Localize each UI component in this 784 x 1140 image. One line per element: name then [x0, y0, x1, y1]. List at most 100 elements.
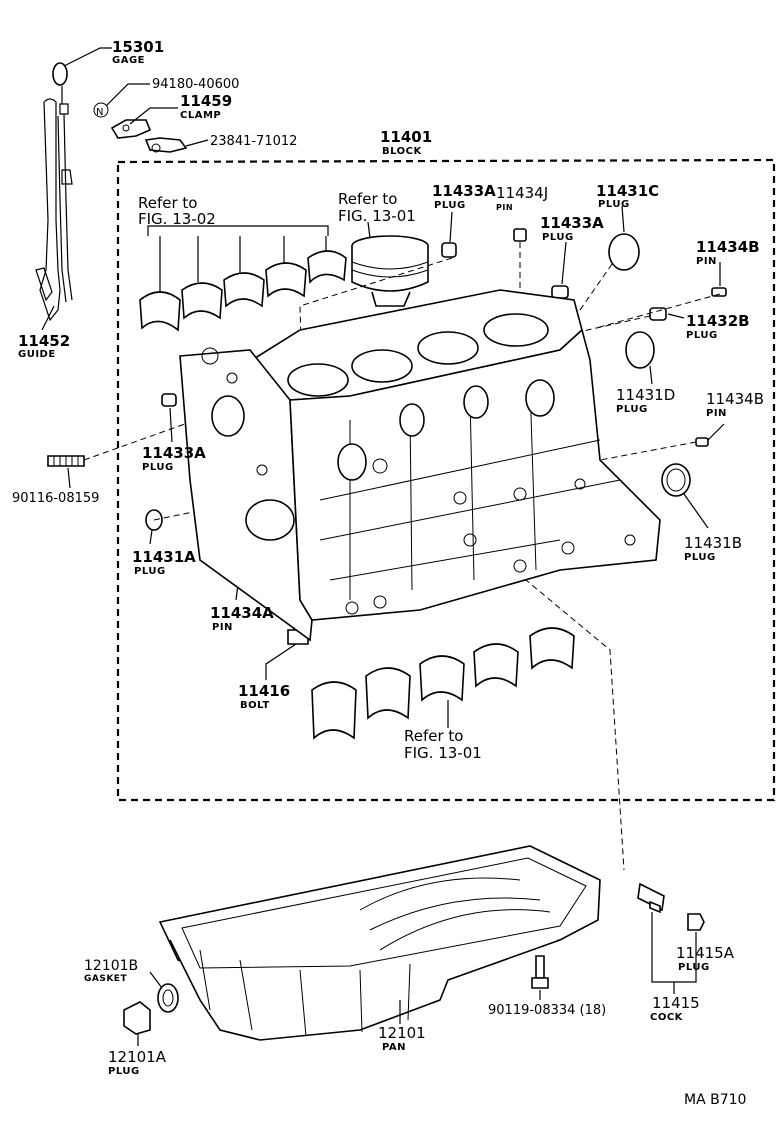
piston: [351, 235, 429, 307]
leader-11433a-right: [561, 241, 567, 285]
leader-11432b: [667, 313, 685, 319]
pin-11434b-top: [711, 287, 727, 297]
callout-11433a-right-name: PLUG: [542, 232, 574, 243]
fig-13-01-ref-bottom: FIG. 13-01: [404, 744, 482, 762]
callout-11434a-number: 11434A: [210, 604, 274, 622]
callout-11415a-number: 11415A: [676, 944, 735, 962]
callout-11433a-left-number: 11433A: [142, 444, 206, 462]
callout-11431d-name: PLUG: [616, 404, 648, 415]
callout-11452-number: 11452: [18, 332, 70, 350]
oil-pan: [158, 845, 601, 1041]
callout-11434b-mid-name: PIN: [706, 408, 727, 419]
plug-11433a-top: [441, 242, 457, 258]
leader-11452: [41, 305, 55, 331]
refer-to-lower: Refer to: [404, 727, 463, 745]
align-line-8: [569, 315, 651, 335]
gasket-12101b: [157, 983, 179, 1013]
callout-12101b-name: GASKET: [84, 974, 127, 984]
fig-13-02-ref: FIG. 13-02: [138, 210, 216, 228]
callout-11434b-mid-number: 11434B: [706, 390, 764, 408]
align-line-10: [599, 441, 697, 461]
callout-11434a-name: PIN: [212, 622, 233, 633]
align-line-9: [595, 293, 721, 329]
callout-11434j-name: PIN: [496, 203, 513, 212]
callout-15301-number: 15301: [112, 38, 164, 56]
callout-11416-number: 11416: [238, 682, 290, 700]
leader-11431d: [649, 365, 653, 385]
leader-90116: [67, 467, 71, 489]
pin-11434b-mid: [695, 437, 709, 447]
callout-12101a-name: PLUG: [108, 1066, 140, 1077]
callout-11401-number: 11401: [380, 128, 432, 146]
callout-11431c-name: PLUG: [598, 199, 630, 210]
drain-plug-12101a: [123, 1001, 151, 1035]
plug-11431d: [625, 331, 655, 369]
callout-11434b-top-number: 11434B: [696, 238, 760, 256]
pan-bolt-90119: [531, 955, 549, 989]
callout-12101a-number: 12101A: [108, 1048, 167, 1066]
callout-11433a-top-number: 11433A: [432, 182, 496, 200]
callout-15301-name: GAGE: [112, 55, 145, 66]
n-marker: N: [96, 107, 103, 118]
callout-12101b-number: 12101B: [84, 958, 138, 974]
leader-piston-ref: [367, 221, 371, 239]
align-line-4: [299, 257, 453, 381]
callout-11415-name: COCK: [650, 1012, 684, 1023]
callout-11431a-number: 11431A: [132, 548, 196, 566]
callout-94180-number: 94180-40600: [152, 77, 239, 92]
leader-11433a-left: [169, 407, 173, 443]
leader-11431b: [683, 493, 709, 529]
refer-to-piston: Refer to: [338, 190, 397, 208]
dipstick-gage: [52, 62, 73, 303]
plug-11431c: [608, 233, 640, 271]
callout-90116-number: 90116-08159: [12, 491, 99, 506]
leader-11459: [129, 107, 178, 125]
leader-15301: [63, 47, 112, 67]
figure-code: MA B710: [684, 1092, 746, 1108]
dipstick-guide: [35, 98, 61, 322]
callout-12101-number: 12101: [378, 1024, 426, 1042]
callout-11431a-name: PLUG: [134, 566, 166, 577]
leader-11434b-mid: [707, 423, 725, 441]
refer-to-upper-left: Refer to: [138, 194, 197, 212]
callout-11432b-name: PLUG: [686, 330, 718, 341]
cylinder-block: [179, 289, 661, 642]
callout-11433a-left-name: PLUG: [142, 462, 174, 473]
leader-11431a: [149, 529, 153, 545]
callout-11416-name: BOLT: [240, 700, 270, 711]
leader-12101b: [149, 971, 163, 989]
callout-23841-number: 23841-71012: [210, 134, 297, 149]
clamp-part: [110, 119, 188, 153]
leader-23841: [185, 139, 209, 147]
leader-11431c: [621, 205, 625, 233]
plug-11433a-right: [551, 285, 569, 299]
leader-94180: [105, 83, 150, 107]
block-assembly-boundary: [116, 158, 776, 802]
pin-11434j: [513, 228, 527, 242]
upper-bearing-shells: [139, 225, 347, 332]
callout-11415a-name: PLUG: [678, 962, 710, 973]
callout-11431c-number: 11431C: [596, 182, 659, 200]
callout-90119-number: 90119-08334 (18): [488, 1003, 606, 1018]
callout-11434j-number: 11434J: [496, 184, 548, 202]
leader-11416: [265, 643, 297, 680]
plug-11432b: [649, 307, 667, 321]
stud-90116: [47, 455, 85, 467]
callout-11452-name: GUIDE: [18, 349, 56, 360]
plug-11431b: [661, 463, 691, 497]
n-marker-circle: [93, 102, 109, 118]
callout-11415-number: 11415: [652, 994, 700, 1012]
callout-11432b-number: 11432B: [686, 312, 750, 330]
callout-11434b-top-name: PIN: [696, 256, 717, 267]
callout-11433a-top-name: PLUG: [434, 200, 466, 211]
callout-11431d-number: 11431D: [616, 386, 675, 404]
callout-11433a-right-number: 11433A: [540, 214, 604, 232]
align-line-7: [579, 263, 613, 311]
plug-11433a-left: [161, 393, 177, 407]
lower-bearing-shells: [311, 627, 575, 740]
leader-11433a-top: [449, 211, 453, 243]
callout-11431b-number: 11431B: [684, 534, 742, 552]
callout-12101-name: PAN: [382, 1042, 406, 1053]
